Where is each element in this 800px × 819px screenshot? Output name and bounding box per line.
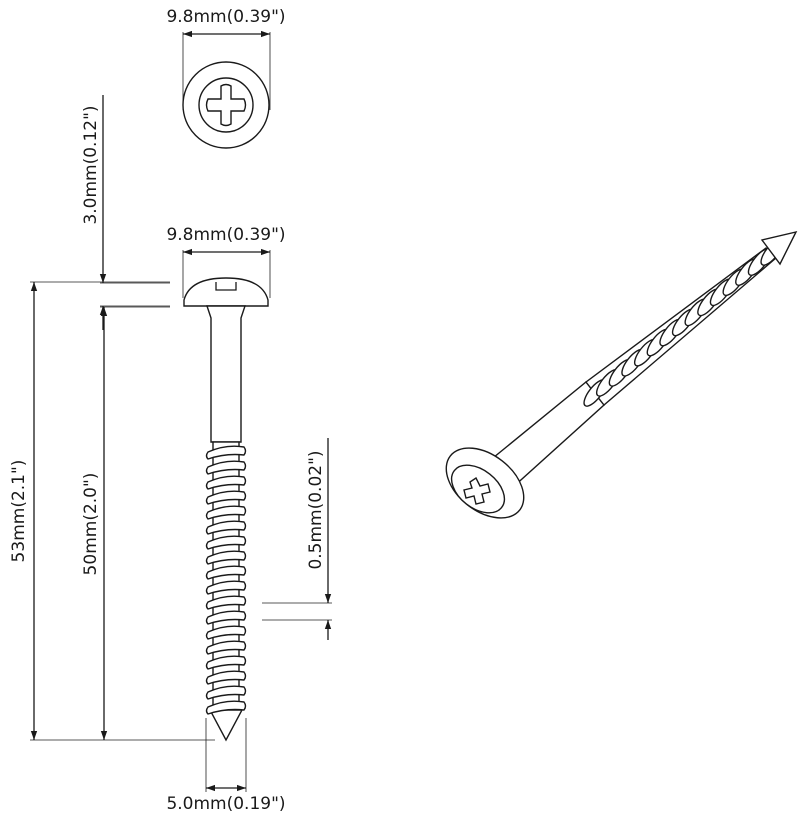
thread-diameter-dimension: 5.0mm(0.19"): [166, 718, 286, 814]
side-head-diameter-label: 9.8mm(0.39"): [166, 225, 285, 245]
thread-ridge: [205, 625, 247, 640]
thread-depth-dimension: 0.5mm(0.02"): [262, 438, 332, 640]
thread-ridge: [205, 610, 247, 625]
total-length-label: 53mm(2.1"): [9, 460, 29, 563]
iso-threads: [583, 238, 784, 407]
screw-tip: [208, 709, 244, 742]
iso-tip: [760, 230, 798, 266]
thread-ridge: [205, 640, 247, 655]
screw-head: [183, 277, 269, 307]
side-threads: [205, 445, 247, 715]
side-head-diameter-dimension: 9.8mm(0.39"): [166, 225, 286, 298]
top-view: 9.8mm(0.39"): [166, 7, 286, 149]
thread-ridge: [205, 535, 247, 550]
thread-ridge: [205, 700, 247, 715]
head-height-dimension: 3.0mm(0.12"): [81, 95, 170, 330]
iso-phillips-recess-icon: [463, 476, 491, 505]
thread-ridge: [205, 670, 247, 685]
screw-shank: [206, 305, 246, 443]
phillips-recess-icon: [205, 83, 247, 127]
thread-diameter-label: 5.0mm(0.19"): [166, 794, 285, 814]
thread-ridge: [205, 595, 247, 610]
total-length-dimension: 53mm(2.1"): [9, 281, 215, 741]
head-slot: [215, 282, 237, 291]
shank-length-dimension: 50mm(2.0"): [81, 306, 170, 740]
thread-ridge: [205, 505, 247, 520]
isometric-view: [445, 230, 798, 519]
thread-ridge: [205, 490, 247, 505]
side-view: 9.8mm(0.39") 3.0mm(0.12") 53mm(2.1") 50m…: [9, 95, 332, 814]
thread-ridge: [205, 445, 247, 460]
head-height-label: 3.0mm(0.12"): [81, 105, 101, 224]
thread-ridge: [205, 460, 247, 475]
thread-ridge: [205, 550, 247, 565]
thread-ridge: [205, 580, 247, 595]
thread-ridge: [205, 475, 247, 490]
shank-length-label: 50mm(2.0"): [81, 473, 101, 576]
thread-ridge: [205, 565, 247, 580]
top-head-diameter-dimension: 9.8mm(0.39"): [166, 7, 286, 110]
top-head-diameter-label: 9.8mm(0.39"): [166, 7, 285, 27]
thread-ridge: [205, 655, 247, 670]
thread-ridge: [205, 685, 247, 700]
thread-ridge: [205, 520, 247, 535]
thread-depth-label: 0.5mm(0.02"): [306, 450, 326, 569]
